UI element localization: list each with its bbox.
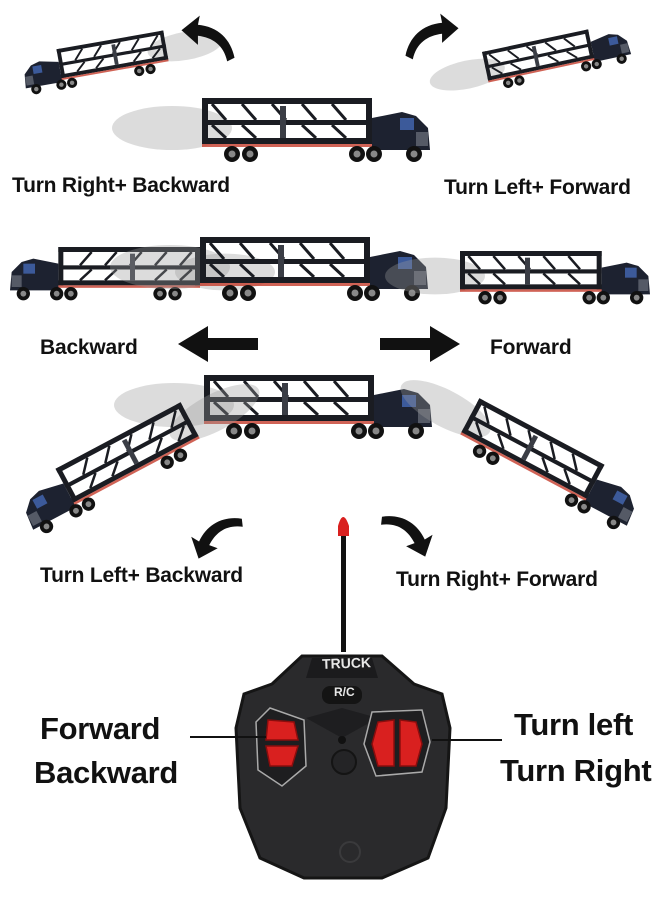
label-turn-right-forward: Turn Right+ Forward bbox=[396, 568, 598, 591]
label-remote-turn-right: Turn Right bbox=[500, 753, 652, 788]
turn-right-button bbox=[399, 719, 423, 767]
turn-left-button bbox=[371, 719, 395, 767]
arrow-left-icon bbox=[178, 326, 258, 362]
label-remote-forward: Forward bbox=[40, 711, 161, 746]
remote-model: R/C bbox=[334, 685, 355, 699]
label-forward: Forward bbox=[490, 336, 572, 359]
antenna-tip bbox=[338, 517, 349, 536]
antenna bbox=[341, 522, 346, 652]
label-turn-left-forward: Turn Left+ Forward bbox=[444, 176, 631, 199]
label-remote-turn-left: Turn left bbox=[514, 707, 633, 742]
label-remote-backward: Backward bbox=[34, 755, 179, 790]
backward-button bbox=[265, 745, 300, 767]
label-turn-left-backward: Turn Left+ Backward bbox=[40, 564, 243, 587]
label-backward: Backward bbox=[40, 336, 138, 359]
arrow-right-icon bbox=[380, 326, 460, 362]
forward-button bbox=[265, 719, 299, 741]
remote-control bbox=[232, 508, 452, 890]
label-turn-right-backward: Turn Right+ Backward bbox=[12, 174, 230, 197]
